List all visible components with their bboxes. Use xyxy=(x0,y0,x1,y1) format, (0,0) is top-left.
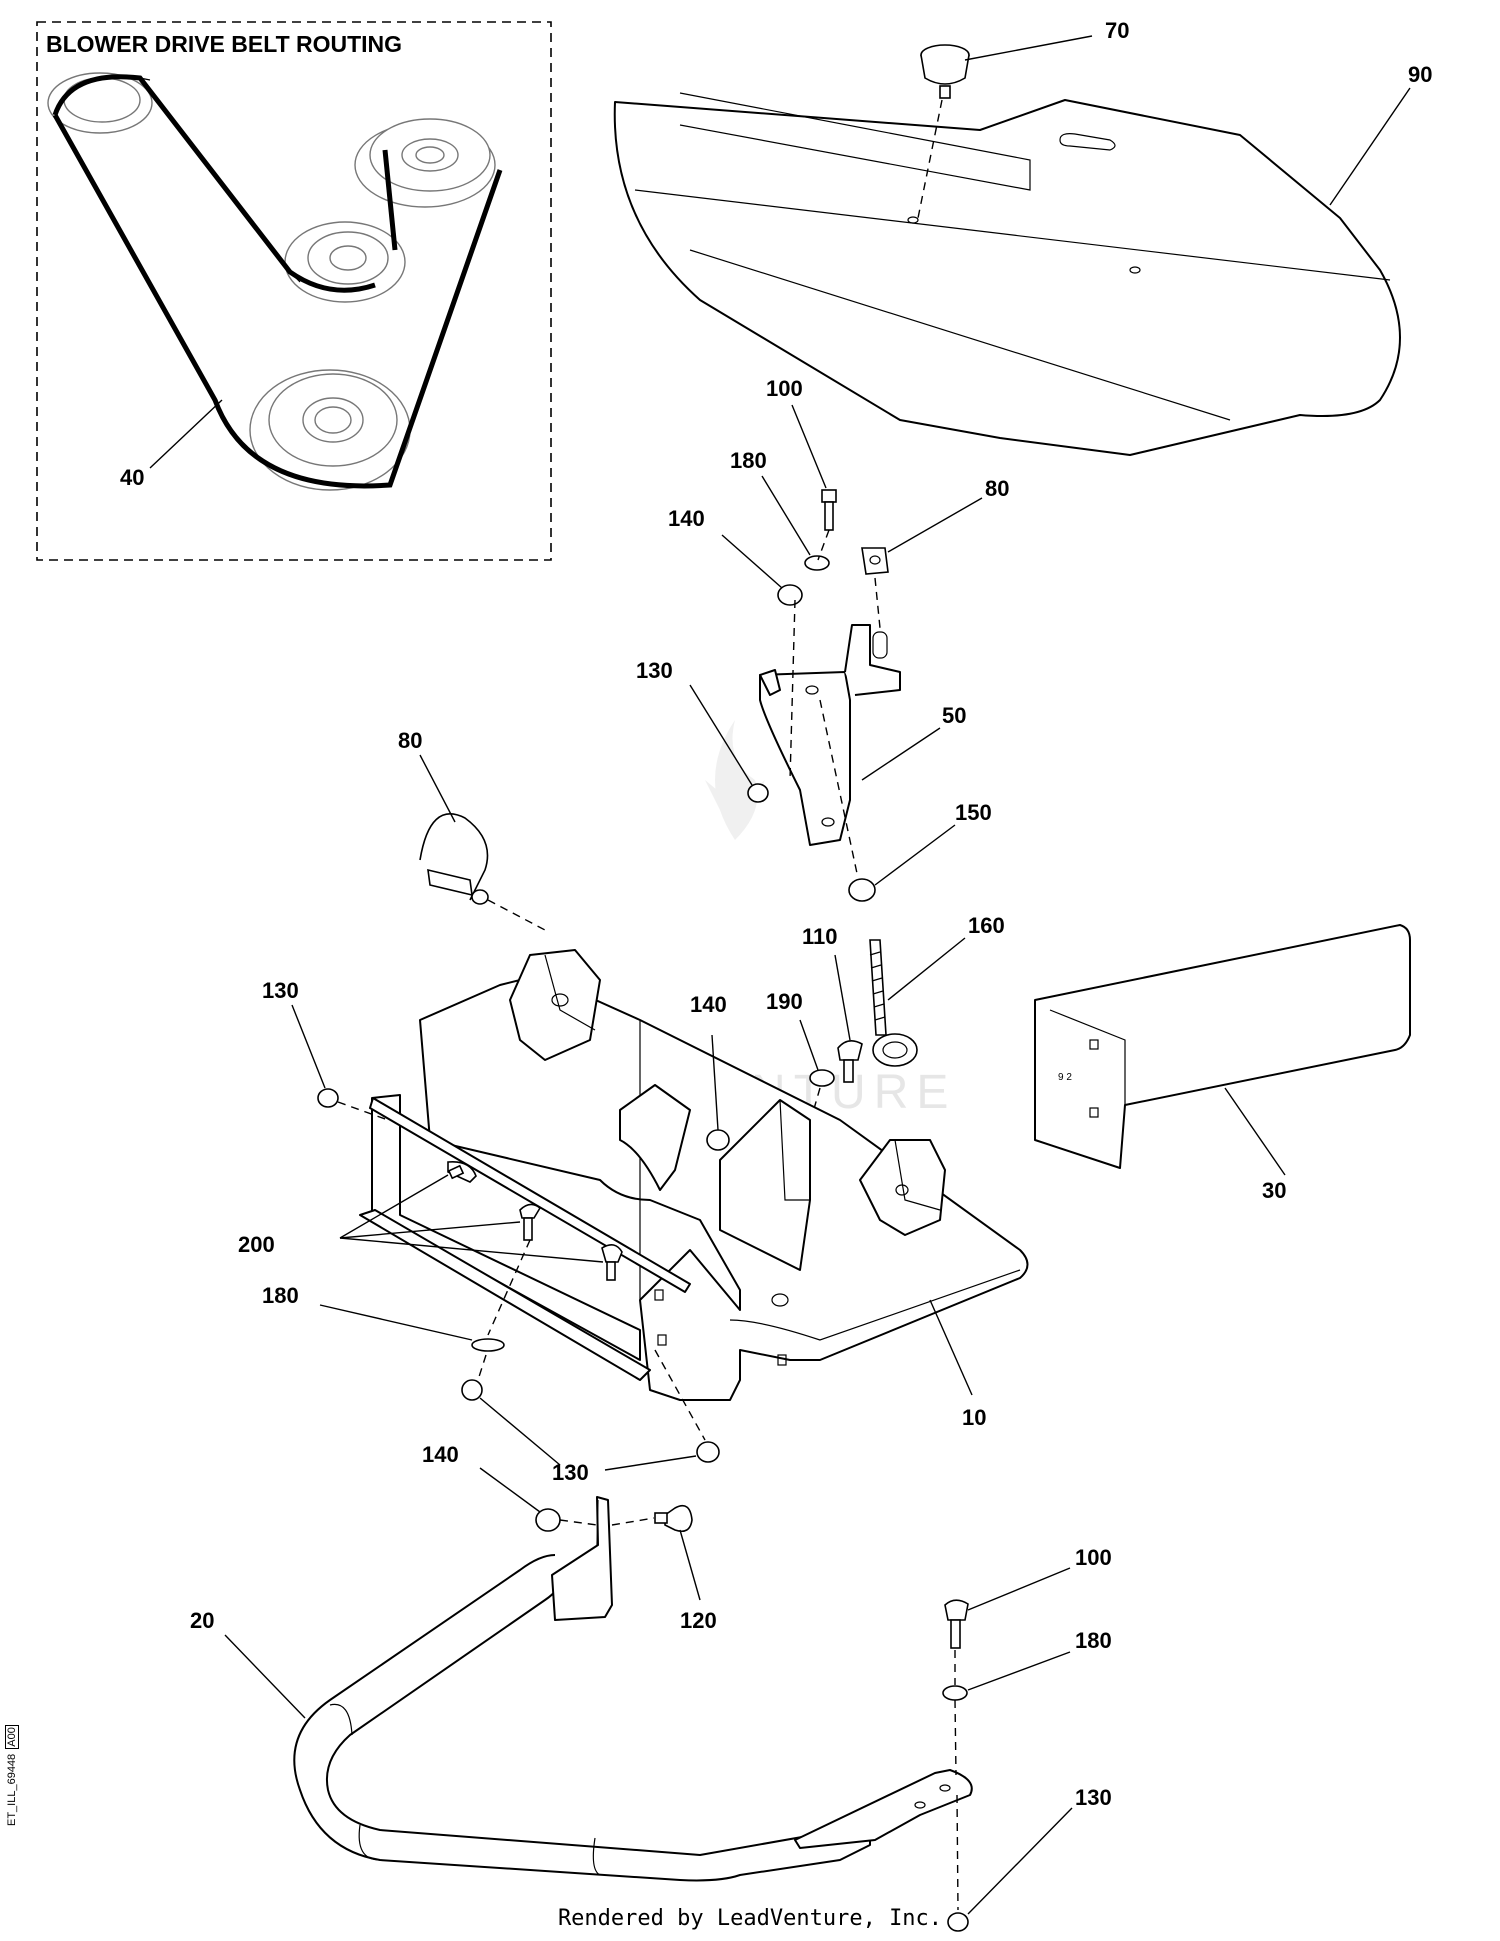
clip-nut-70 xyxy=(861,547,889,575)
leader-180-lower xyxy=(967,1651,1071,1691)
pulley-bottom xyxy=(249,369,411,491)
leader-140-mid xyxy=(711,1034,719,1131)
leader-80 xyxy=(419,754,456,823)
bolt-110 xyxy=(837,1040,863,1083)
carriage-bolt-120 xyxy=(654,1504,693,1533)
drive-belt xyxy=(52,74,503,489)
callout-190: 190 xyxy=(766,989,803,1014)
eye-bolt-160 xyxy=(869,939,918,1067)
callout-130-bottom: 130 xyxy=(1075,1785,1112,1810)
leader-50 xyxy=(861,727,941,781)
callout-100-upper: 100 xyxy=(766,376,803,401)
deflector-30: 9 2 xyxy=(1034,924,1411,1169)
pulley-top-right xyxy=(354,118,496,208)
leader-70 xyxy=(887,497,983,553)
leader-10 xyxy=(929,1299,973,1396)
inset-border xyxy=(36,21,552,561)
callout-160: 160 xyxy=(968,913,1005,938)
callout-170: 180 xyxy=(262,1283,299,1308)
callout-180-lower: 180 xyxy=(1075,1628,1112,1653)
leader-30 xyxy=(1224,1087,1286,1176)
callout-140-upper: 140 xyxy=(668,506,705,531)
footer-credit: Rendered by LeadVenture, Inc. xyxy=(557,1906,943,1931)
washer-190 xyxy=(809,1069,835,1087)
callout-30: 30 xyxy=(1262,1178,1286,1203)
callout-10: 10 xyxy=(962,1405,986,1430)
callout-40: 40 xyxy=(120,465,144,490)
callout-200: 200 xyxy=(238,1232,275,1257)
leader-160 xyxy=(887,937,966,1001)
leader-140-upper xyxy=(721,534,783,589)
callout-130-bracket: 130 xyxy=(636,658,673,683)
leader-130-bottom xyxy=(967,1807,1073,1915)
nut-130-lower-left xyxy=(461,1379,483,1401)
leader-100-upper xyxy=(791,404,827,489)
callout-60: 70 xyxy=(1105,18,1129,43)
bracket-50 xyxy=(759,624,901,846)
knob-60: 70 xyxy=(917,18,1129,219)
washer-180-upper xyxy=(804,555,830,571)
leader-100-lower xyxy=(967,1567,1071,1611)
svg-text:9 2: 9 2 xyxy=(1058,1072,1072,1083)
callout-70: 80 xyxy=(985,476,1009,501)
callout-140-mid: 140 xyxy=(690,992,727,1017)
bumper-tube-20 xyxy=(293,1496,973,1882)
leader-140-lower xyxy=(479,1467,541,1513)
callout-140-lower: 140 xyxy=(422,1442,459,1467)
bolt-100-lower xyxy=(944,1599,969,1649)
pulley-top-left xyxy=(47,72,153,134)
inset-title: BLOWER DRIVE BELT ROUTING xyxy=(46,31,402,57)
nut-130-bracket xyxy=(747,783,769,803)
washer-170 xyxy=(471,1338,505,1352)
callout-130-left: 130 xyxy=(262,978,299,1003)
leader-110 xyxy=(834,954,851,1041)
leader-200b xyxy=(339,1221,521,1239)
leader-60 xyxy=(964,35,1093,61)
callout-100-lower: 100 xyxy=(1075,1545,1112,1570)
leader-130-b xyxy=(604,1455,697,1471)
pulley-idler xyxy=(284,221,406,303)
nut-140-mid xyxy=(706,1129,730,1151)
belt-cover-90 xyxy=(613,92,1401,456)
leader-20 xyxy=(224,1634,306,1719)
leader-170 xyxy=(319,1304,473,1341)
nut-140-upper xyxy=(777,584,803,606)
nut-130-lower-right xyxy=(696,1441,720,1463)
revision-code: A00 xyxy=(5,1725,19,1749)
callout-130-center: 130 xyxy=(552,1460,589,1485)
leader-40 xyxy=(149,399,223,469)
callout-80: 80 xyxy=(398,728,422,753)
leader-130-left xyxy=(291,1004,326,1089)
callout-110: 110 xyxy=(802,924,838,949)
callout-20: 20 xyxy=(190,1608,214,1633)
leader-130-a xyxy=(479,1397,561,1466)
callout-120: 120 xyxy=(680,1608,717,1633)
callout-180-upper: 180 xyxy=(730,448,767,473)
belt-routing-inset: BLOWER DRIVE BELT ROUTING xyxy=(36,21,552,561)
hitch-pin-80 xyxy=(419,813,546,931)
leader-130-bracket xyxy=(689,684,753,786)
leader-200a xyxy=(339,1174,449,1239)
callout-50: 50 xyxy=(942,703,966,728)
nut-130-left xyxy=(317,1088,339,1108)
callout-150: 150 xyxy=(955,800,992,825)
washer-180-lower xyxy=(942,1685,968,1701)
nut-130-bottom xyxy=(947,1912,969,1932)
leader-190 xyxy=(799,1019,819,1071)
leader-150 xyxy=(874,824,956,886)
bolt-100-upper xyxy=(821,489,837,531)
leader-200c xyxy=(339,1237,604,1263)
leader-90 xyxy=(1329,87,1411,206)
callout-90: 90 xyxy=(1408,62,1432,87)
carriage-bolts-200 xyxy=(447,1160,623,1281)
nut-150 xyxy=(848,878,876,902)
leader-180-upper xyxy=(761,475,811,556)
drawing-code: ET_ILL_69448 A00 xyxy=(5,1725,19,1826)
drawing-code-text: ET_ILL_69448 xyxy=(6,1753,18,1826)
leader-120 xyxy=(679,1529,701,1601)
